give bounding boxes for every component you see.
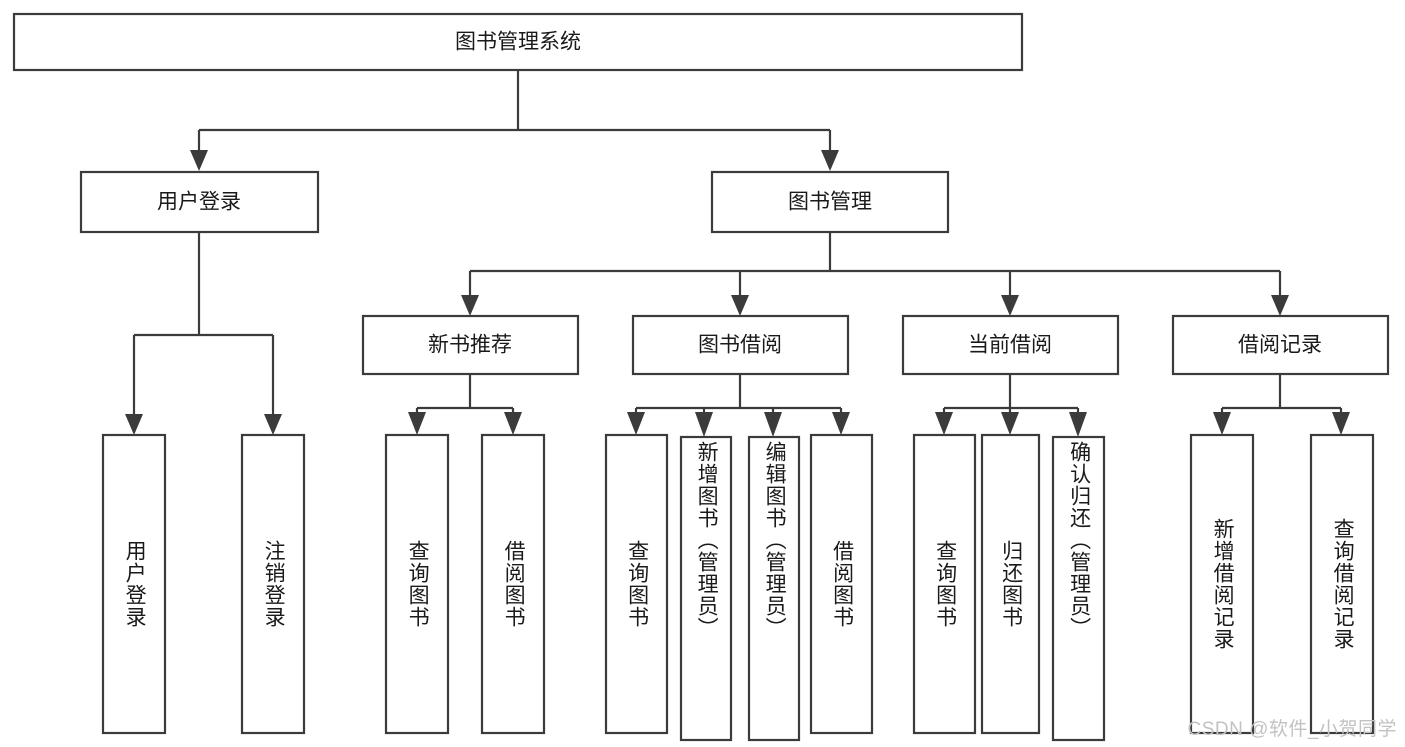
- arrowhead-leaf-confirm-return: [1069, 412, 1087, 437]
- node-leaf-return-book-box[interactable]: [980, 433, 1041, 735]
- node-leaf-borrow-book-2-box[interactable]: [809, 433, 874, 735]
- node-leaf-add-book-box[interactable]: [679, 435, 733, 742]
- arrowhead-leaf-user-login: [125, 414, 143, 435]
- arrowhead-leaf-borrow-book-1: [504, 412, 522, 435]
- watermark-text: CSDN @软件_小贺同学: [1187, 719, 1397, 740]
- arrowhead-leaf-add-book: [695, 412, 713, 437]
- node-book-borrow-label: 图书借阅: [698, 334, 782, 357]
- node-new-book-recommend-box[interactable]: [361, 314, 580, 376]
- arrowhead-leaf-add-record: [1213, 412, 1231, 435]
- node-root-box[interactable]: [12, 12, 1024, 72]
- node-user-login-label: 用户登录: [157, 191, 241, 214]
- node-root-label: 图书管理系统: [455, 31, 581, 54]
- node-leaf-user-login-box[interactable]: [101, 433, 167, 735]
- node-leaf-edit-book-box[interactable]: [747, 435, 801, 742]
- arrowhead-current-borrow: [1001, 295, 1019, 316]
- arrowhead-leaf-borrow-book-2: [832, 412, 850, 435]
- arrowhead-leaf-query-book-2: [627, 412, 645, 435]
- node-new-book-recommend-label: 新书推荐: [428, 334, 512, 357]
- arrowhead-leaf-logout: [264, 414, 282, 435]
- node-leaf-confirm-return-box[interactable]: [1051, 435, 1106, 742]
- arrowhead-leaf-query-book-3: [935, 412, 953, 435]
- node-book-manage-label: 图书管理: [788, 191, 872, 214]
- arrowhead-leaf-query-record: [1332, 412, 1350, 435]
- node-borrow-record-box[interactable]: [1171, 314, 1390, 376]
- node-leaf-query-record-box[interactable]: [1309, 433, 1375, 735]
- node-book-borrow-box[interactable]: [631, 314, 850, 376]
- node-leaf-query-book-2-box[interactable]: [604, 433, 669, 735]
- arrowhead-leaf-edit-book: [764, 412, 782, 437]
- arrowhead-leaf-query-book-1: [408, 412, 426, 435]
- node-current-borrow-box[interactable]: [901, 314, 1120, 376]
- arrowhead-new-book-recommend: [461, 295, 479, 316]
- node-current-borrow-label: 当前借阅: [968, 334, 1052, 357]
- arrowhead-user-login: [190, 150, 208, 171]
- node-leaf-borrow-book-1-box[interactable]: [480, 433, 546, 735]
- node-leaf-query-book-3-box[interactable]: [912, 433, 977, 735]
- arrowhead-book-manage: [821, 150, 839, 171]
- node-borrow-record-label: 借阅记录: [1238, 334, 1322, 357]
- node-leaf-logout-box[interactable]: [240, 433, 306, 735]
- node-leaf-query-book-1-box[interactable]: [384, 433, 450, 735]
- arrowhead-leaf-return-book: [1001, 412, 1019, 435]
- node-book-manage-box[interactable]: [710, 170, 950, 234]
- arrowhead-borrow-record: [1271, 295, 1289, 316]
- arrowhead-book-borrow: [731, 295, 749, 316]
- node-leaf-add-record-box[interactable]: [1189, 433, 1255, 735]
